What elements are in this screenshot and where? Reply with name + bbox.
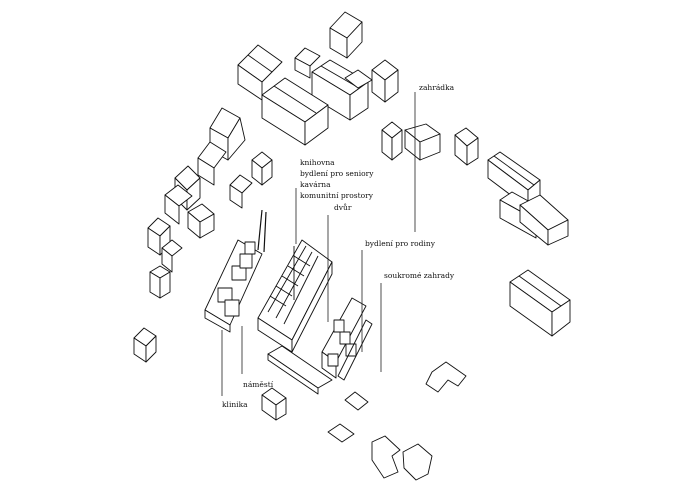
house-right-5 [509,269,571,337]
label-zahradka: zahrádka [419,83,455,92]
label-klinika: klinika [222,400,248,409]
house-left-10 [149,265,171,299]
house-left-9 [161,239,183,273]
house-left-6 [164,184,193,225]
house-top-1 [329,11,363,59]
house-top-3 [294,47,321,79]
footprint-2 [344,391,369,411]
footprint-5 [402,443,433,481]
label-knihovna: knihovna [300,158,335,167]
footprint-3 [327,423,355,443]
label-bydleni-rodiny: bydlení pro rodiny [365,239,435,248]
label-soukrome-zahrady: soukromé zahrady [384,271,455,280]
house-top-7 [344,69,373,89]
label-program-group: knihovna bydlení pro seniory kavárna kom… [300,157,373,201]
house-left-3 [251,151,273,186]
house-top-4 [311,59,369,121]
house-zahradka-2 [404,123,441,161]
leader-lines [221,92,416,396]
footprint-4 [371,435,401,479]
house-left-7 [187,203,215,239]
label-komunitni-prostory: komunitní prostory [300,191,373,200]
house-top-5 [261,77,329,146]
house-top-6 [371,59,399,103]
footprint-1 [425,361,467,393]
house-top-2 [237,44,283,101]
building-family-houses [321,297,373,381]
label-namesti: náměstí [243,380,274,389]
building-klinika [204,209,267,333]
house-left-11 [133,327,157,363]
label-bydleni-seniory: bydlení pro seniory [300,169,374,178]
namesti-slab [267,345,333,395]
house-right-1 [454,127,479,166]
building-main-bar [257,239,333,353]
label-dvur: dvůr [334,203,352,212]
house-left-4 [229,174,253,209]
house-right-4 [519,194,569,246]
house-klinika-small [261,387,287,421]
house-zahradka-1 [381,121,403,161]
house-left-2 [197,141,227,186]
label-kavarna: kavárna [300,180,331,189]
